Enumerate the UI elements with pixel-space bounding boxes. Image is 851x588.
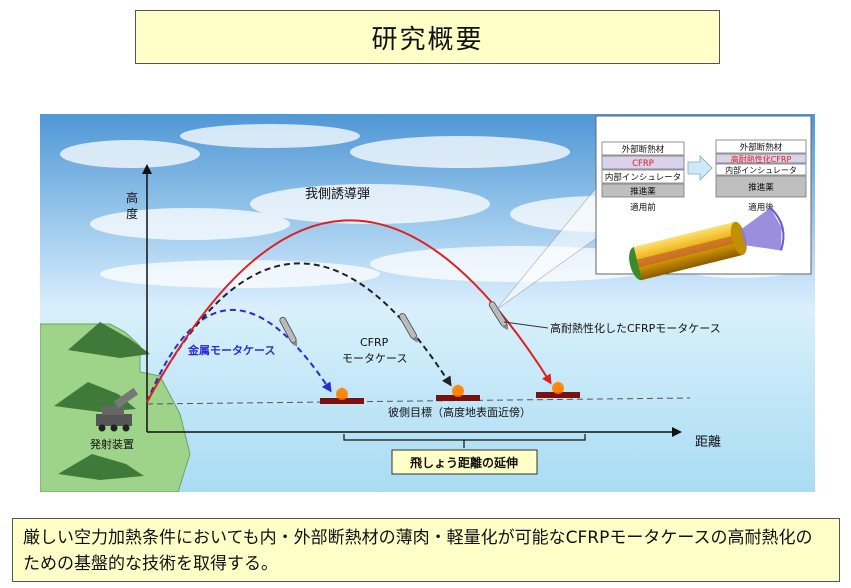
target-ship-icon bbox=[320, 386, 364, 404]
target-level-line bbox=[146, 397, 691, 405]
target-label: 彼側目標（高度地表面近傍） bbox=[388, 405, 531, 419]
altitude-axis-label-1: 高 bbox=[126, 190, 138, 205]
range-extension-label: 飛しょう距離の延伸 bbox=[409, 455, 518, 470]
before-layer-3 bbox=[601, 169, 685, 184]
before-layer-label: 内部インシュレータ bbox=[605, 172, 681, 183]
missile-icon bbox=[279, 316, 298, 347]
missile-icon bbox=[399, 313, 418, 343]
before-layer-label: CFRP bbox=[632, 159, 654, 169]
before-layer-2 bbox=[601, 155, 685, 170]
metal-case-label: 金属モータケース bbox=[187, 343, 275, 357]
heat-cfrp-case-label: 高耐熱性化したCFRPモータケース bbox=[550, 321, 721, 335]
before-caption: 適用前 bbox=[630, 202, 656, 213]
after-layer-label: 高耐熱性化CFRP bbox=[731, 154, 792, 164]
after-layer-4 bbox=[715, 175, 807, 198]
after-layer-2 bbox=[715, 153, 807, 164]
range-extension-box bbox=[391, 449, 538, 475]
after-layer-3 bbox=[715, 163, 807, 176]
heat-cfrp-leader-line bbox=[503, 321, 549, 329]
own-missile-label: 我側誘導弾 bbox=[305, 187, 370, 202]
cfrp-case-label-line1: CFRP bbox=[360, 336, 389, 349]
distance-axis-label: 距離 bbox=[695, 435, 721, 450]
altitude-axis-label-2: 度 bbox=[126, 206, 138, 221]
launcher-icon bbox=[96, 387, 139, 432]
summary-caption: 厳しい空力加熱条件においても内・外部断熱材の薄肉・軽量化が可能なCFRPモータケ… bbox=[12, 518, 840, 582]
before-layer-1 bbox=[601, 141, 685, 156]
before-layer-label: 推進薬 bbox=[630, 186, 656, 197]
concept-diagram: 発射装置 高 度 距離 我側誘導弾 金属モータケース C bbox=[40, 114, 815, 492]
launcher-label: 発射装置 bbox=[90, 437, 134, 451]
missile-icon bbox=[488, 301, 509, 331]
motor-case-illustration bbox=[629, 207, 785, 281]
after-layer-label: 推進薬 bbox=[748, 182, 774, 193]
after-caption: 適用後 bbox=[748, 202, 774, 213]
cfrp-case-label-line2: モータケース bbox=[342, 352, 407, 365]
metal-case-trajectory bbox=[146, 309, 332, 403]
target-ship-icon bbox=[536, 380, 580, 398]
before-layer-label: 外部断熱材 bbox=[622, 144, 665, 155]
target-ship-icon bbox=[436, 383, 480, 401]
inset-panel: 外部断熱材 CFRP 内部インシュレータ 推進薬 適用前 外部断熱材 高耐熱性化… bbox=[595, 115, 812, 281]
before-layer-4 bbox=[601, 183, 685, 198]
page-title: 研究概要 bbox=[135, 10, 720, 64]
after-layer-1 bbox=[715, 139, 807, 154]
mountains bbox=[54, 322, 150, 480]
after-layer-label: 外部断熱材 bbox=[740, 142, 783, 153]
before-after-arrow-icon bbox=[687, 155, 713, 181]
after-layer-label: 内部インシュレータ bbox=[725, 165, 797, 175]
